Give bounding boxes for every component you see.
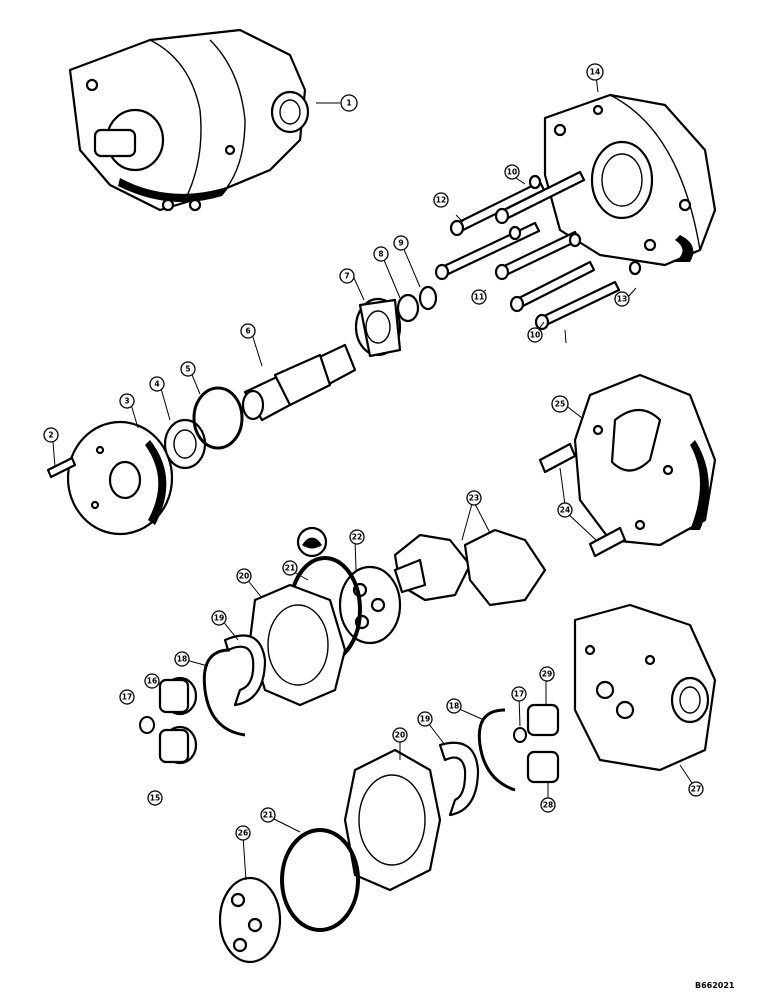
callout-17-left: 17 bbox=[119, 689, 135, 705]
svg-text:20: 20 bbox=[239, 572, 249, 581]
svg-text:21: 21 bbox=[263, 811, 273, 820]
svg-text:23: 23 bbox=[469, 494, 479, 503]
svg-text:16: 16 bbox=[147, 677, 157, 686]
drawing-code: B662021 bbox=[695, 981, 735, 990]
callout-1: 1 bbox=[340, 94, 358, 112]
seal-detail bbox=[296, 526, 328, 558]
callout-19-upper: 19 bbox=[211, 610, 227, 626]
svg-text:17: 17 bbox=[122, 693, 132, 702]
callout-3: 3 bbox=[119, 393, 135, 409]
svg-text:4: 4 bbox=[154, 380, 159, 389]
seal-19-lower bbox=[438, 741, 480, 817]
thrust-plate bbox=[338, 565, 402, 645]
svg-text:18: 18 bbox=[177, 655, 187, 664]
svg-text:19: 19 bbox=[420, 715, 430, 724]
svg-text:21: 21 bbox=[285, 564, 295, 573]
callout-19-lower: 19 bbox=[417, 711, 433, 727]
svg-text:19: 19 bbox=[214, 614, 224, 623]
seal-18-upper bbox=[202, 648, 246, 737]
svg-text:15: 15 bbox=[150, 794, 160, 803]
callout-16: 16 bbox=[144, 673, 160, 689]
seal-19-upper bbox=[223, 634, 267, 707]
callout-18-lower: 18 bbox=[446, 698, 462, 714]
o-ring-5 bbox=[192, 386, 244, 450]
screw-2 bbox=[46, 456, 77, 479]
callout-11: 11 bbox=[471, 289, 487, 305]
callout-20-lower: 20 bbox=[392, 727, 408, 743]
svg-text:10: 10 bbox=[507, 168, 517, 177]
callout-2: 2 bbox=[43, 427, 59, 443]
svg-text:20: 20 bbox=[395, 731, 405, 740]
svg-text:29: 29 bbox=[542, 670, 552, 679]
needle-bearings-right bbox=[513, 703, 560, 784]
svg-text:17: 17 bbox=[514, 690, 524, 699]
callout-28: 28 bbox=[540, 797, 556, 813]
svg-text:10: 10 bbox=[530, 331, 540, 340]
svg-text:22: 22 bbox=[352, 533, 362, 542]
pump-gears bbox=[393, 528, 547, 607]
svg-text:14: 14 bbox=[590, 68, 600, 77]
svg-text:5: 5 bbox=[185, 365, 190, 374]
svg-text:12: 12 bbox=[436, 196, 446, 205]
needle-bearings-left bbox=[139, 676, 198, 765]
gasket-20-lower bbox=[343, 748, 442, 892]
callout-23: 23 bbox=[466, 490, 482, 506]
callout-8: 8 bbox=[373, 246, 389, 262]
callout-26: 26 bbox=[235, 825, 251, 841]
dowel-pins bbox=[538, 442, 627, 558]
svg-text:8: 8 bbox=[378, 250, 383, 259]
svg-text:28: 28 bbox=[543, 801, 553, 810]
pump-assembly bbox=[68, 28, 310, 212]
front-housing bbox=[543, 93, 717, 267]
callout-29: 29 bbox=[539, 666, 555, 682]
callout-labels: 1 2 3 4 5 6 7 8 9 10 10 11 12 13 14 15 1… bbox=[43, 63, 704, 841]
svg-text:13: 13 bbox=[617, 295, 627, 304]
svg-text:2: 2 bbox=[48, 431, 53, 440]
callout-4: 4 bbox=[149, 376, 165, 392]
mounting-flange bbox=[66, 420, 174, 536]
callout-13: 13 bbox=[614, 291, 630, 307]
svg-text:25: 25 bbox=[555, 400, 565, 409]
cap-screws bbox=[434, 170, 642, 331]
drive-shaft bbox=[241, 343, 357, 422]
svg-text:18: 18 bbox=[449, 702, 459, 711]
callout-12: 12 bbox=[433, 192, 449, 208]
callout-27: 27 bbox=[688, 781, 704, 797]
callout-21-upper: 21 bbox=[282, 560, 298, 576]
callout-14: 14 bbox=[586, 63, 604, 81]
callout-10-bottom: 10 bbox=[527, 327, 543, 343]
svg-text:26: 26 bbox=[238, 829, 248, 838]
seal-18-lower bbox=[477, 708, 516, 792]
svg-text:1: 1 bbox=[346, 99, 351, 108]
gasket-20-upper bbox=[248, 583, 347, 707]
callout-25: 25 bbox=[551, 395, 569, 413]
wear-plate bbox=[218, 876, 282, 964]
callout-17-right: 17 bbox=[511, 686, 527, 702]
svg-text:27: 27 bbox=[691, 785, 701, 794]
ball-bearing bbox=[354, 285, 438, 358]
rear-housing bbox=[573, 603, 717, 772]
callout-7: 7 bbox=[339, 268, 355, 284]
callout-10-top: 10 bbox=[504, 164, 520, 180]
callout-24: 24 bbox=[557, 502, 573, 518]
o-ring-21-lower bbox=[280, 828, 360, 932]
callout-20-upper: 20 bbox=[236, 568, 252, 584]
svg-text:24: 24 bbox=[560, 506, 570, 515]
svg-text:6: 6 bbox=[245, 327, 250, 336]
callout-15: 15 bbox=[147, 790, 163, 806]
shaft-seal bbox=[163, 418, 207, 470]
svg-text:9: 9 bbox=[398, 239, 403, 248]
callout-22: 22 bbox=[349, 529, 365, 545]
callout-21-lower: 21 bbox=[260, 807, 276, 823]
svg-text:7: 7 bbox=[344, 272, 349, 281]
svg-text:3: 3 bbox=[124, 397, 129, 406]
callout-9: 9 bbox=[393, 235, 409, 251]
callout-18-upper: 18 bbox=[174, 651, 190, 667]
callout-5: 5 bbox=[180, 361, 196, 377]
svg-text:11: 11 bbox=[474, 293, 484, 302]
gear-housing bbox=[573, 373, 717, 547]
callout-6: 6 bbox=[240, 323, 256, 339]
